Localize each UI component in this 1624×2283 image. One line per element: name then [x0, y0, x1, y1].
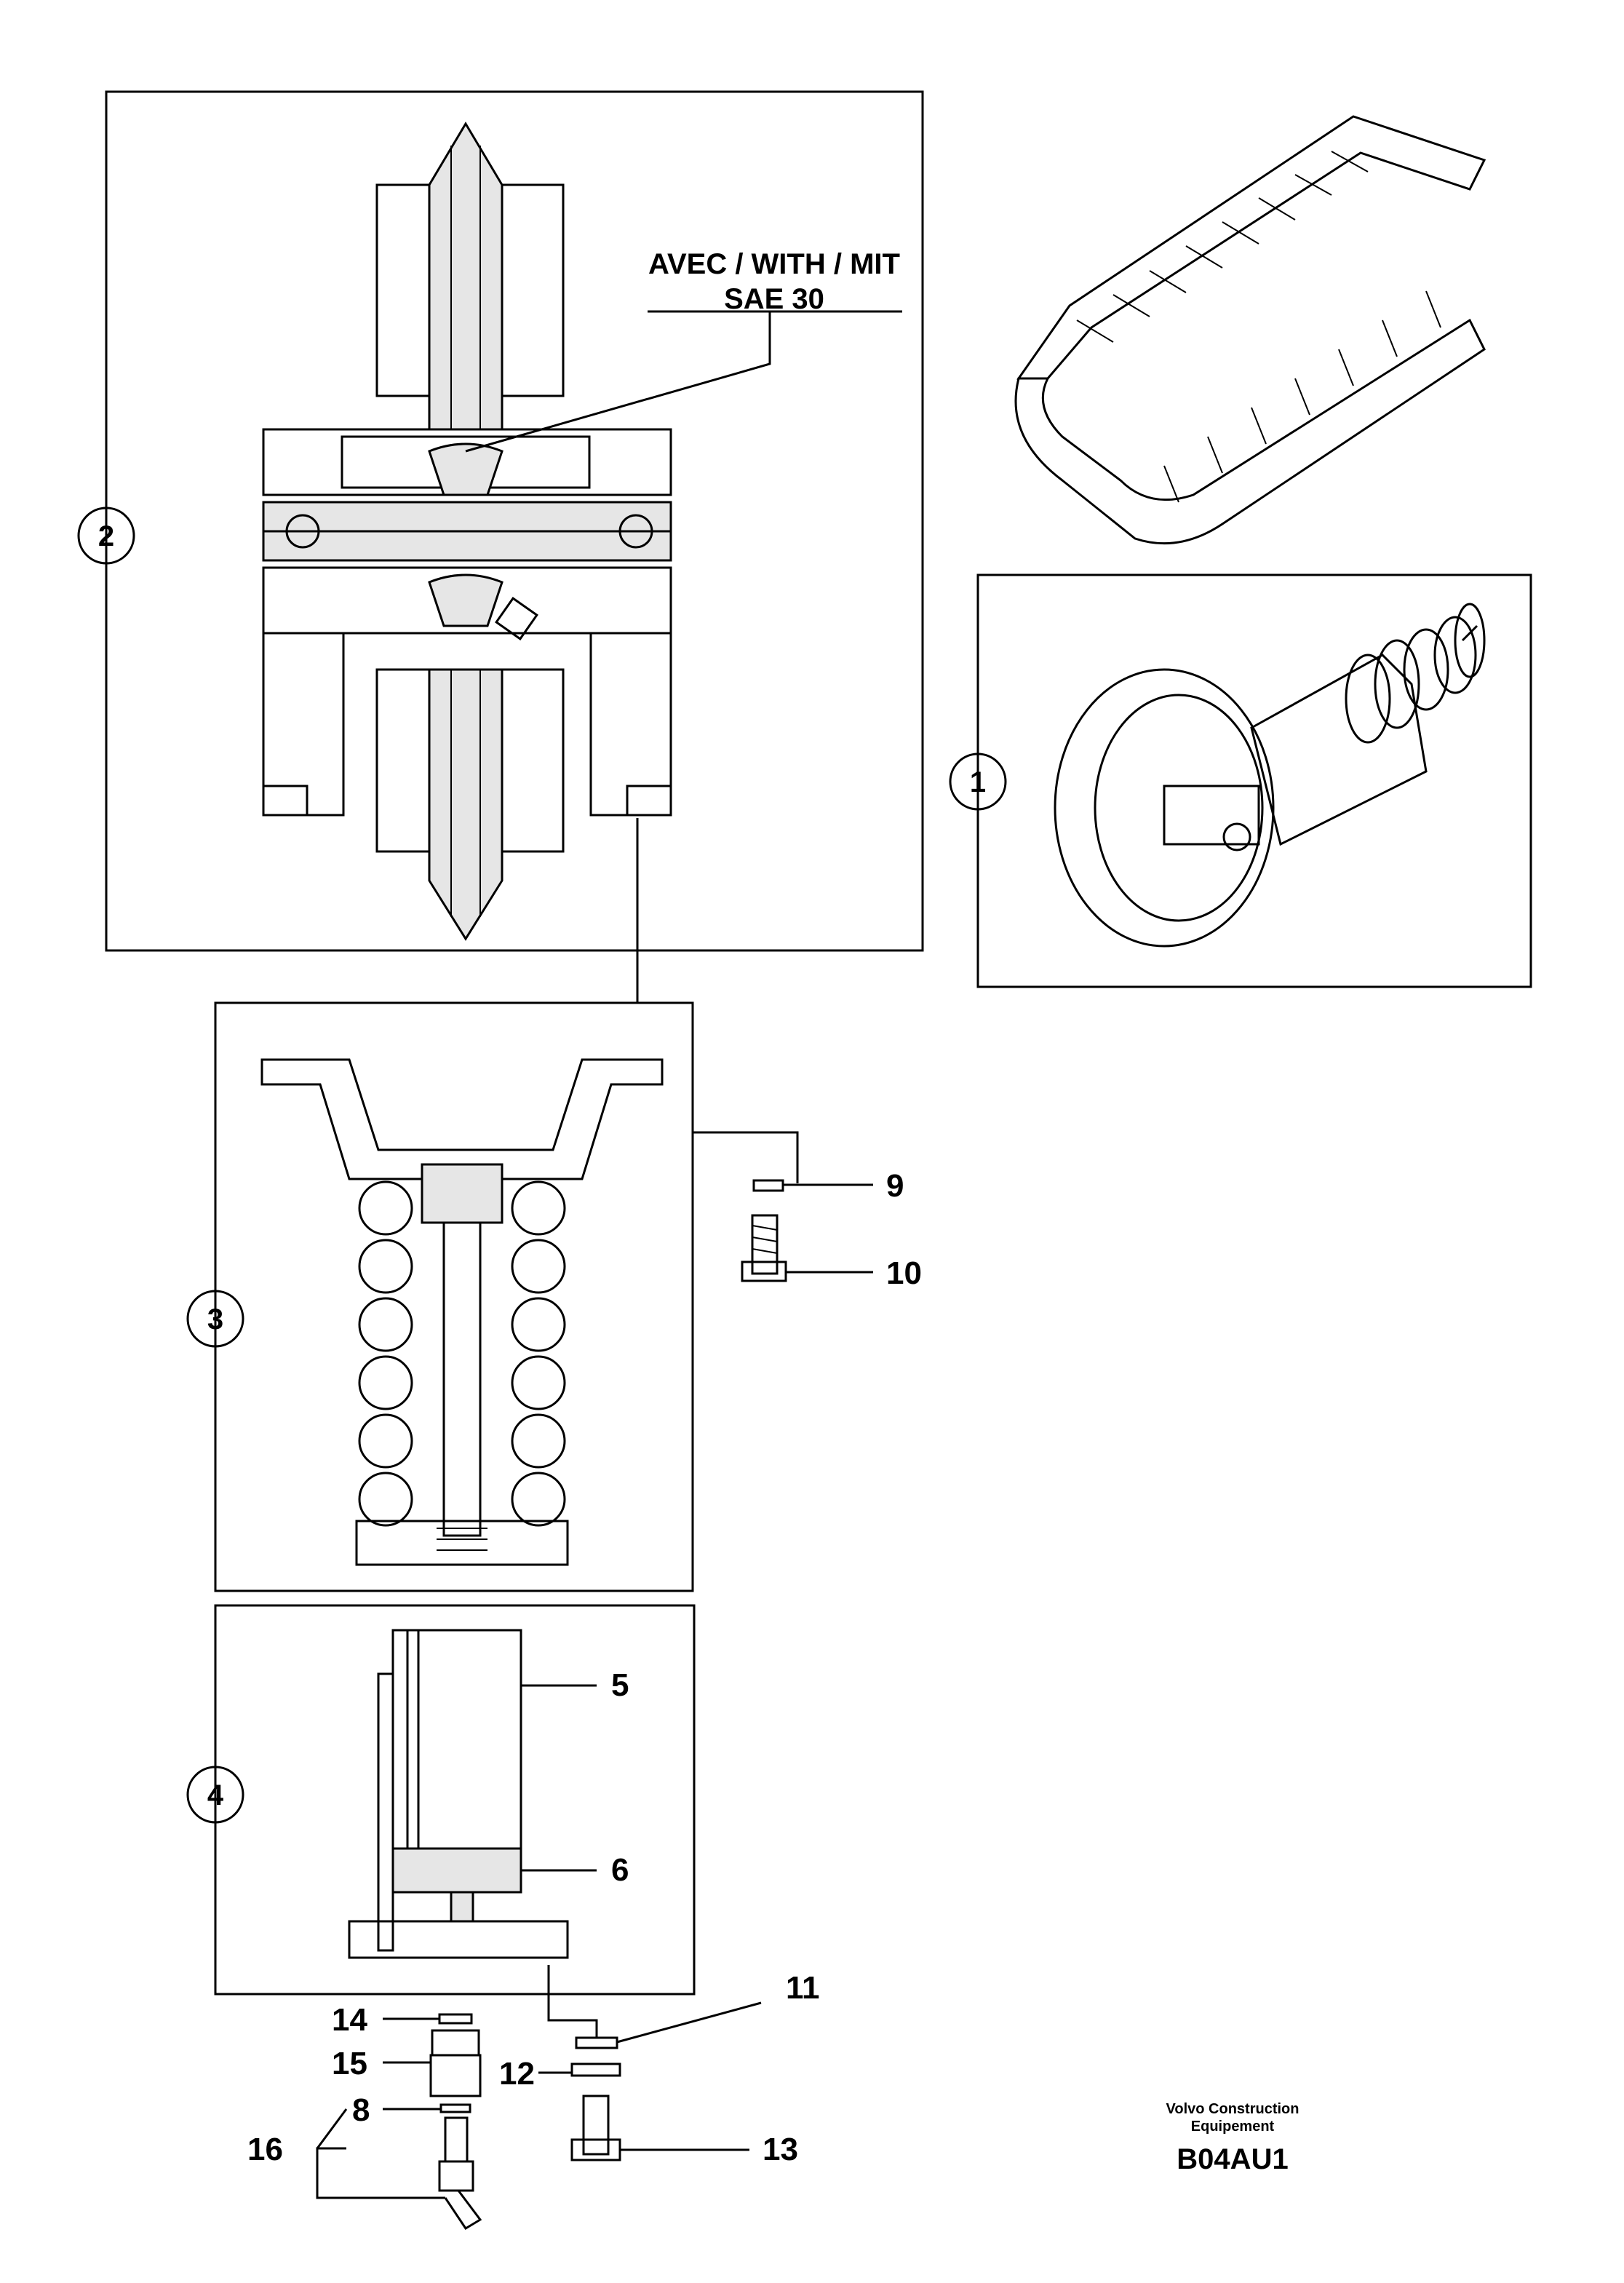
label-part-15[interactable]: 15: [332, 2046, 367, 2081]
part-14-washer: [383, 2013, 473, 2025]
cylinder-side: [377, 1672, 394, 1952]
part-9-washer: [752, 1179, 873, 1192]
footer-company-line2: Equipement: [1191, 2119, 1275, 2135]
idler-wheel: [1054, 668, 1275, 948]
label-part-10[interactable]: 10: [886, 1255, 922, 1291]
panel-2-idler-section: [105, 90, 924, 1183]
label-part-14[interactable]: 14: [332, 2002, 367, 2038]
cylinder-base: [348, 1920, 569, 1959]
rod-end-plate: [1454, 603, 1486, 678]
spring-cap: [421, 1163, 503, 1224]
idler-flange-bottom: [428, 668, 503, 941]
hub-lower: [262, 566, 672, 635]
oil-chamber: [428, 442, 503, 496]
panel-1-idler-assembly: [976, 573, 1532, 988]
callout-2[interactable]: 2: [77, 507, 135, 565]
label-part-13[interactable]: 13: [763, 2132, 798, 2167]
panel-1-frame: [976, 573, 1532, 988]
label-part-6[interactable]: 6: [611, 1852, 629, 1888]
spring-rod: [442, 1221, 482, 1537]
callout-1[interactable]: 1: [949, 753, 1007, 811]
svg-text:4: 4: [207, 1779, 224, 1811]
footer-drawing-code: B04AU1: [1177, 2143, 1288, 2175]
piston: [391, 1847, 522, 1894]
track-upper-run: [1016, 115, 1486, 380]
callout-3[interactable]: 3: [186, 1290, 244, 1348]
panel-4-frame: [214, 1604, 696, 1996]
part-15-nut: [383, 2029, 482, 2097]
shaft-bolt-left: [285, 514, 320, 549]
idler-frame: [1250, 654, 1428, 846]
leader-panel4-to-11: [547, 1965, 598, 2038]
note-text-line1: AVEC / WITH / MIT: [648, 248, 900, 280]
label-part-8[interactable]: 8: [352, 2092, 370, 2128]
note-text-line2: SAE 30: [724, 283, 824, 315]
part-13-bolt: [570, 2095, 749, 2161]
track-lower-run: [1014, 318, 1486, 545]
part-11-washer: [575, 2001, 762, 2049]
idler-flange-top: [428, 122, 503, 431]
panel-4-tensioner-cylinder: [214, 1604, 696, 2038]
spring-bracket: [260, 1058, 664, 1180]
part-16-grease-fitting: [316, 2108, 482, 2231]
part-10-bolt: [741, 1214, 873, 1282]
label-part-12[interactable]: 12: [499, 2056, 535, 2092]
note-leader: [465, 311, 771, 453]
svg-text:3: 3: [207, 1303, 223, 1335]
part-12-ring: [538, 2062, 621, 2077]
coil-spring: [358, 1180, 566, 1527]
panel-3-spring-assembly: [214, 1001, 694, 1592]
shaft-bolt-right: [618, 514, 653, 549]
label-part-16[interactable]: 16: [247, 2132, 283, 2167]
rubber-track-illustration: [1014, 115, 1486, 545]
label-part-9[interactable]: 9: [886, 1168, 904, 1204]
spring-coil-small: [1345, 616, 1477, 744]
label-part-5[interactable]: 5: [611, 1667, 629, 1703]
callout-4[interactable]: 4: [186, 1766, 244, 1824]
svg-text:1: 1: [970, 766, 986, 798]
leader-panel2-to-9: [636, 818, 799, 1183]
idler-yoke: [1163, 785, 1260, 846]
label-part-11[interactable]: 11: [786, 1970, 820, 2006]
seal-ring: [495, 597, 538, 640]
footer-company-line1: Volvo Construction: [1166, 2101, 1299, 2117]
part-8-seal: [383, 2103, 471, 2113]
spring-base: [355, 1520, 569, 1566]
panel-3-frame: [214, 1001, 694, 1592]
svg-text:2: 2: [98, 520, 114, 552]
